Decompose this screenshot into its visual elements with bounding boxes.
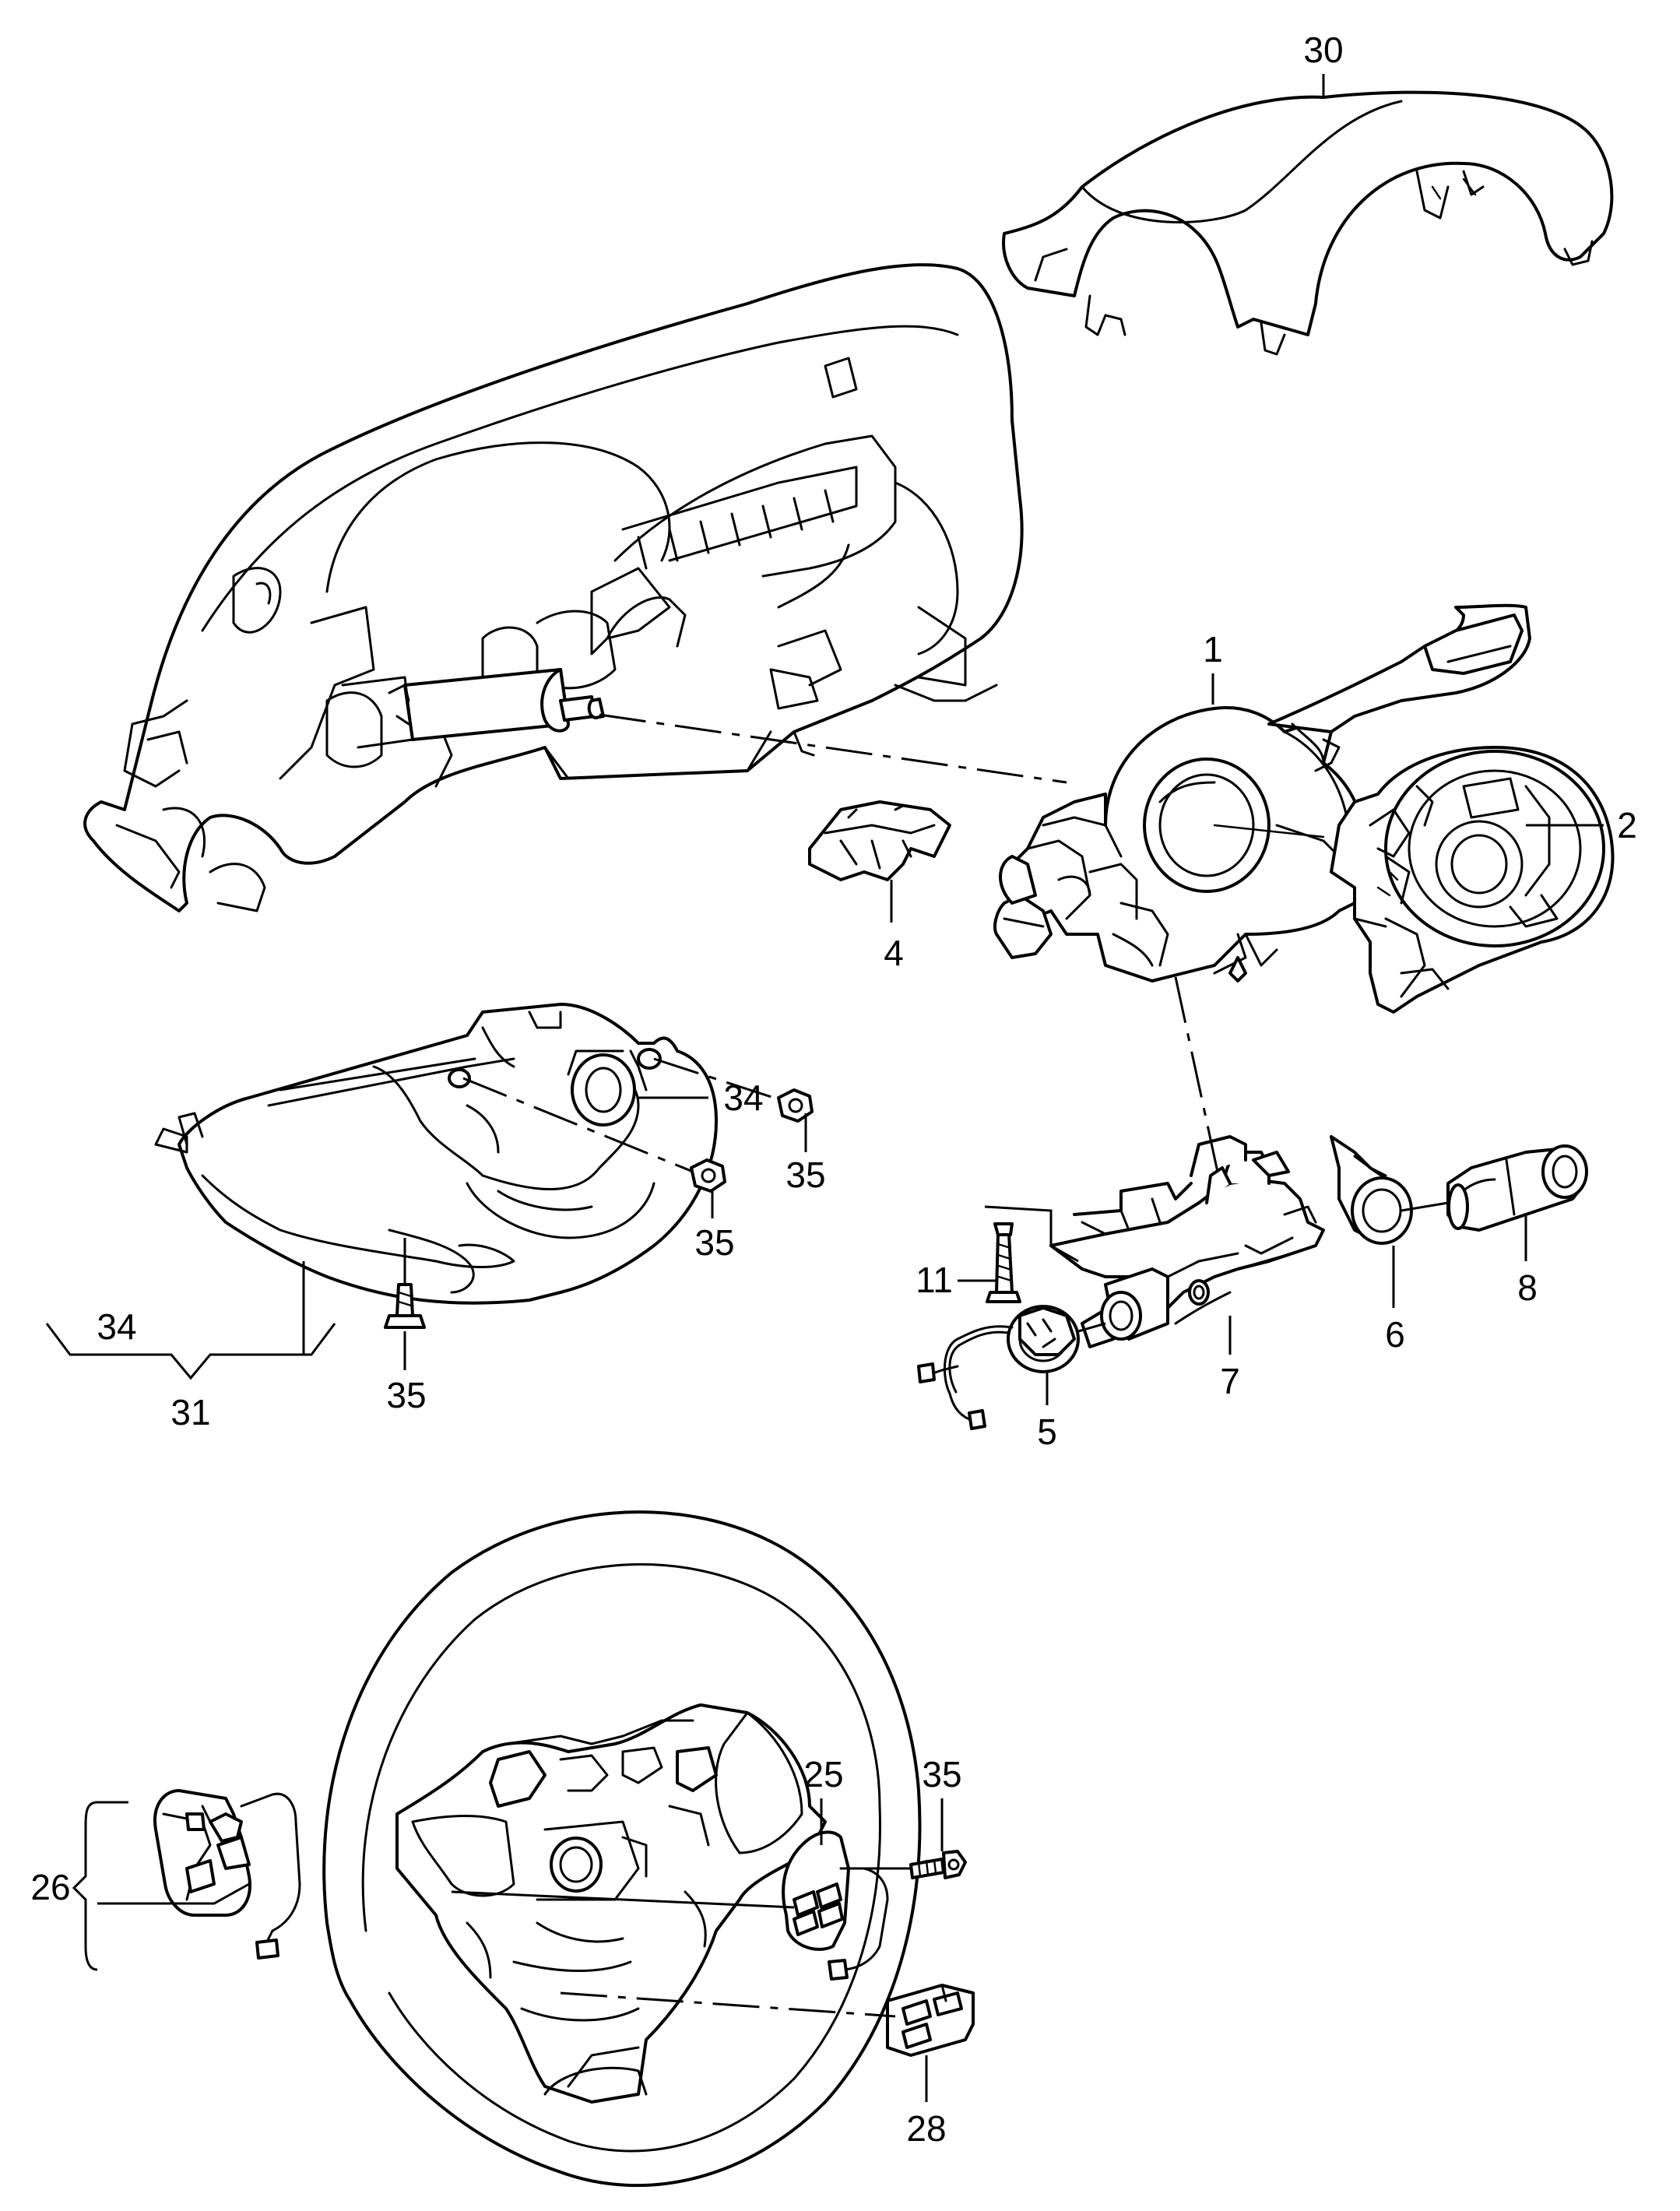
- line-wheel-connector: [560, 1991, 896, 2018]
- ignition-housing-part-7: [1049, 1135, 1325, 1348]
- callout-34-top: 34: [723, 1077, 763, 1118]
- switch-line: [1077, 1322, 1106, 1333]
- callout-25: 25: [803, 1754, 843, 1794]
- center-line-column: [599, 713, 1067, 784]
- callout-2: 2: [1617, 805, 1637, 845]
- callout-5: 5: [1037, 1411, 1057, 1452]
- callout-34-left: 34: [97, 1306, 136, 1347]
- column-lower-trim: [154, 1003, 718, 1305]
- callout-35-mid: 35: [694, 1222, 734, 1263]
- left-button-module-part-26: [153, 1789, 301, 1960]
- lock-cylinder-part-8: [1446, 1144, 1588, 1232]
- screw-line-upper: [653, 1057, 779, 1101]
- callout-35-top: 35: [786, 1155, 825, 1195]
- bracket-part-4: [808, 800, 951, 881]
- callout-1: 1: [1203, 629, 1223, 670]
- leader-26-bottom: [97, 1882, 250, 1905]
- callout-35-bottom: 35: [386, 1375, 426, 1415]
- callout-31: 31: [170, 1392, 210, 1432]
- callout-8: 8: [1517, 1267, 1538, 1308]
- bolt-line: [984, 1205, 1079, 1263]
- callout-35-wheel: 35: [922, 1754, 961, 1794]
- nut-35-lower: [690, 1158, 726, 1193]
- column-upper-trim: [1002, 90, 1614, 356]
- callout-28: 28: [906, 2108, 946, 2149]
- callout-6: 6: [1385, 1314, 1405, 1355]
- callout-11: 11: [916, 1260, 953, 1300]
- clock-spring-part-2: [1330, 746, 1615, 1014]
- combination-switch-part-1: [993, 603, 1531, 982]
- center-line-switch: [1174, 976, 1220, 1176]
- callout-4: 4: [884, 933, 904, 973]
- callout-26: 26: [30, 1867, 70, 1907]
- right-button-module-part-25: [782, 1830, 889, 1981]
- bracket-31: [45, 1323, 336, 1380]
- ignition-switch-part-5: [917, 1305, 1080, 1430]
- nut-35-upper: [777, 1088, 814, 1123]
- screw-35-bottom: [384, 1283, 426, 1329]
- callout-7: 7: [1220, 1361, 1240, 1401]
- ignition-trim-ring-part-6: [1330, 1135, 1413, 1245]
- screw-line-lower: [462, 1077, 694, 1173]
- dashboard-carrier: [83, 263, 1024, 912]
- screw-35-wheel: [909, 1850, 967, 1879]
- cylinder-line: [1401, 1201, 1449, 1212]
- steering-wheel: [322, 1510, 922, 2188]
- connector-part-28: [886, 1984, 975, 2057]
- shear-bolt-part-11: [986, 1222, 1021, 1303]
- bracket-26: [72, 1801, 98, 1971]
- callout-30: 30: [1303, 30, 1343, 70]
- line-wheel-module: [451, 1890, 795, 1909]
